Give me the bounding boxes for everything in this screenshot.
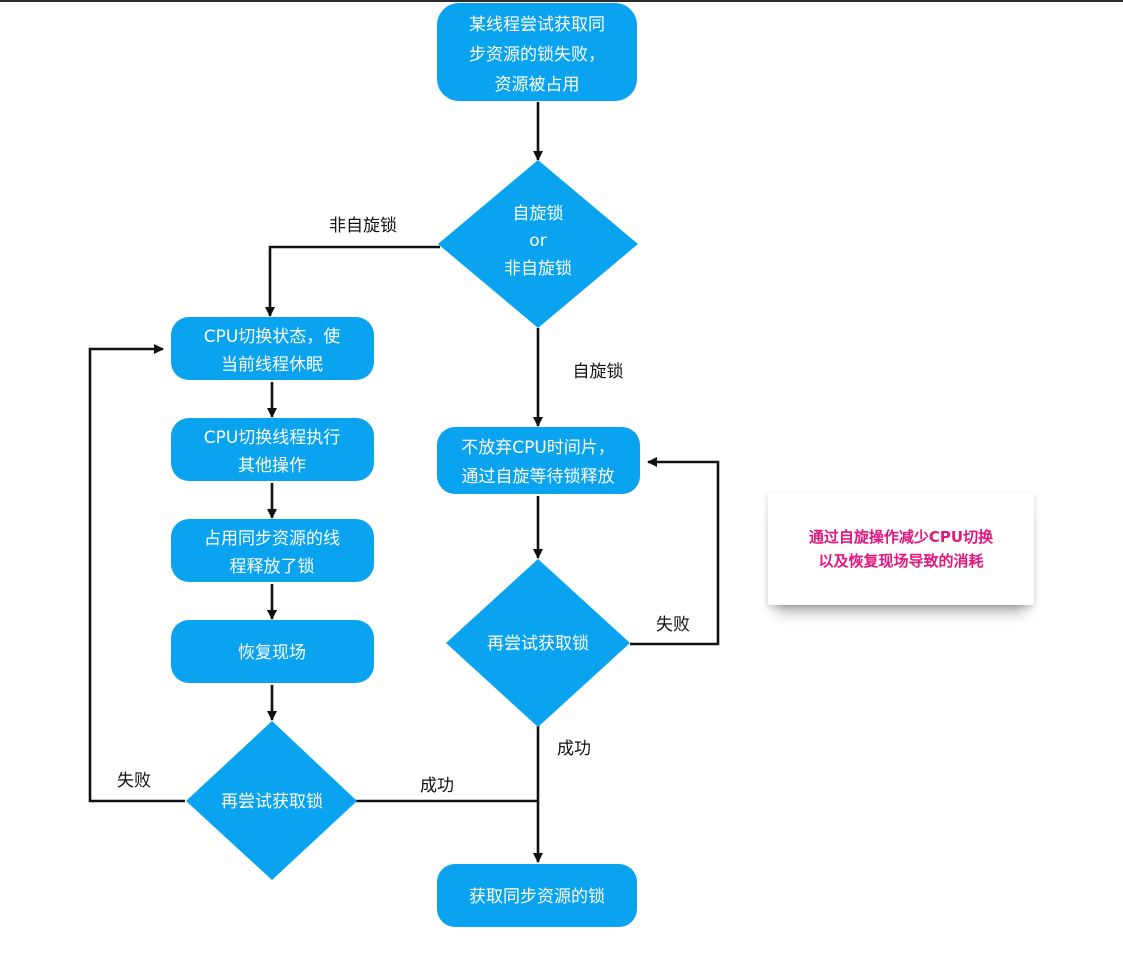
edge-retry-left-fail bbox=[88, 344, 185, 803]
label-right-success: 成功 bbox=[557, 739, 591, 759]
node-spin-wait: 不放弃CPU时间片， 通过自旋等待锁释放 bbox=[437, 427, 640, 494]
node-retry-left-line-1: 再尝试获取锁 bbox=[221, 792, 323, 812]
node-retry-right: 再尝试获取锁 bbox=[446, 559, 630, 727]
edge-retry-right-fail bbox=[630, 457, 720, 646]
node-spin-wait-line-1: 不放弃CPU时间片， bbox=[461, 438, 615, 458]
node-holder-release: 占用同步资源的线 程释放了锁 bbox=[171, 519, 374, 582]
node-spin-wait-line-2: 通过自旋等待锁释放 bbox=[462, 467, 615, 487]
label-left-success: 成功 bbox=[420, 776, 454, 796]
node-cpu-switch-sleep: CPU切换状态，使 当前线程休眠 bbox=[171, 317, 374, 380]
node-start: 某线程尝试获取同 步资源的锁失败， 资源被占用 bbox=[437, 3, 637, 101]
node-cpu-switch-other-line-1: CPU切换线程执行 bbox=[204, 428, 341, 448]
node-cpu-switch-other-line-2: 其他操作 bbox=[238, 456, 306, 476]
note-line-2: 以及恢复现场导致的消耗 bbox=[818, 552, 984, 570]
edge-decision-to-cpu-switch bbox=[265, 245, 440, 317]
node-acquired-line-1: 获取同步资源的锁 bbox=[469, 887, 605, 907]
node-cpu-switch-sleep-line-1: CPU切换状态，使 bbox=[204, 326, 341, 347]
node-decision-type-line-2: or bbox=[529, 231, 546, 251]
label-spin: 自旋锁 bbox=[573, 362, 624, 382]
node-restore: 恢复现场 bbox=[171, 620, 374, 683]
node-acquired: 获取同步资源的锁 bbox=[437, 864, 637, 927]
node-start-line-3: 资源被占用 bbox=[495, 75, 580, 95]
node-decision-type-line-3: 非自旋锁 bbox=[504, 259, 572, 279]
node-start-line-2: 步资源的锁失败， bbox=[469, 45, 605, 65]
label-left-fail: 失败 bbox=[117, 771, 151, 791]
note-line-1: 通过自旋操作减少CPU切换 bbox=[808, 528, 994, 546]
node-holder-release-line-1: 占用同步资源的线 bbox=[204, 529, 340, 549]
node-retry-left: 再尝试获取锁 bbox=[186, 721, 357, 880]
node-retry-right-line-1: 再尝试获取锁 bbox=[487, 634, 589, 654]
node-cpu-switch-sleep-line-2: 当前线程休眠 bbox=[221, 355, 323, 375]
node-cpu-switch-other: CPU切换线程执行 其他操作 bbox=[171, 418, 374, 481]
note-card: 通过自旋操作减少CPU切换 以及恢复现场导致的消耗 bbox=[768, 493, 1034, 605]
node-restore-line-1: 恢复现场 bbox=[238, 643, 306, 663]
label-non-spin: 非自旋锁 bbox=[329, 216, 397, 236]
top-border bbox=[0, 0, 1123, 2]
node-decision-type: 自旋锁 or 非自旋锁 bbox=[438, 160, 638, 328]
label-right-fail: 失败 bbox=[656, 615, 690, 635]
node-decision-type-line-1: 自旋锁 bbox=[513, 204, 564, 224]
node-start-line-1: 某线程尝试获取同 bbox=[469, 15, 605, 35]
node-holder-release-line-2: 程释放了锁 bbox=[230, 557, 315, 577]
